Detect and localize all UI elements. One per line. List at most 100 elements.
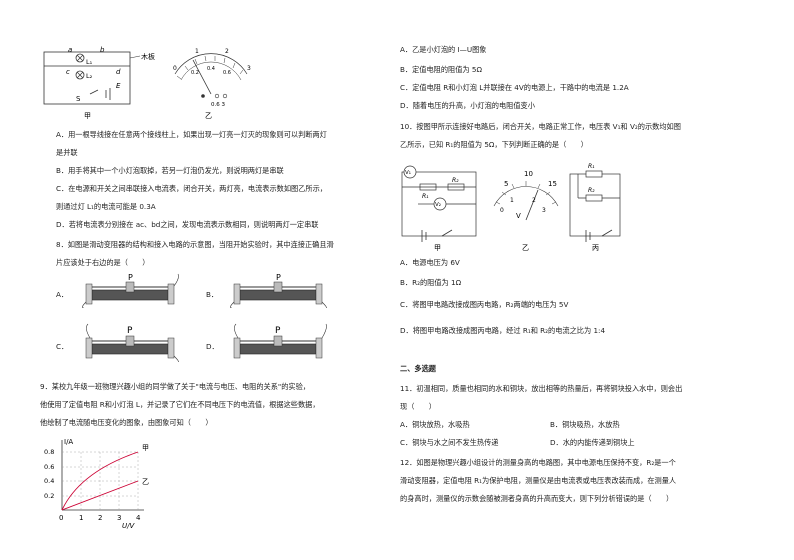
q11-option-d: D．水的内能传递到铜块上 [550,438,635,447]
v1-label: V₁ [405,170,411,176]
q10-stem-line1: 10．按图甲所示连接好电路后，闭合开关，电路正常工作，电压表 V₁和 V₂的示数… [400,122,681,131]
curve-yi-label: 乙 [142,478,149,486]
terminal-a-label: a [68,46,72,54]
board-label: 木板 [141,52,155,61]
circuit-bing-q10: R₁ R₂ 丙 [569,163,621,252]
graph-xlabel: U/V [122,522,135,530]
q11-option-b: B．铜块吸热，水放热 [550,420,620,429]
dial-tick-3: 3 [247,65,251,72]
slider-p-c: P [127,326,133,336]
q9-option-a: A．乙是小灯泡的 I—U图象 [400,45,487,54]
terminal-c-label: c [66,68,70,76]
dial-inner-2: 0.6 [223,70,231,76]
ytick-0.8: 0.8 [44,448,54,456]
lamp-l2-label: L₂ [86,72,93,80]
xtick-1: 1 [79,514,83,522]
circuit-figure-q7: a b c d L₁ L₂ S E 木板 甲 0 1 2 3 0.2 0.4 0… [40,44,260,122]
q9-stem-line1: 9．某校九年级一班物理兴趣小组的同学做了关于"电流与电压、电阻的关系"的实验， [40,382,310,391]
rheostat-b-label: B． [206,290,219,299]
ammeter-dial-yi: 0 1 2 3 0.2 0.4 0.6 0.6 3 乙 [173,48,251,120]
dial-terminals: 0.6 3 [211,102,225,108]
q7-option-c-line1: C．在电源和开关之间串联接入电流表，闭合开关，两灯亮，电流表示数如图乙所示， [56,184,327,193]
q11-option-c: C．铜块与水之间不发生热传递 [400,438,499,447]
q7-option-b: B．用手将其中一个小灯泡取掉，若另一灯泡仍发光，则说明两灯是串联 [56,166,284,175]
q9-option-b: B．定值电阻的阻值为 5Ω [400,65,482,74]
q10-option-a: A．电源电压为 6V [400,258,460,267]
switch-s-label: S [76,95,81,103]
dial-q10-tick-15: 15 [548,180,557,188]
terminal-d-label: d [116,68,121,76]
q11-option-a: A．铜块放热，水吸热 [400,420,470,429]
dial-inner-0: 0.2 [191,70,199,76]
q9-option-c: C．定值电阻 R和小灯泡 L并联接在 4V的电源上，干路中的电流是 1.2A [400,83,629,92]
dial-q10-v: V [516,212,521,220]
ytick-0.4: 0.4 [44,477,54,485]
q12-stem-line1: 12．如图是物理兴趣小组设计的测量身高的电路图，其中电源电压保持不变，R₂是一个 [400,458,676,467]
caption-yi-q10: 乙 [522,244,529,252]
graph-ylabel: I/A [64,438,73,446]
lamp-l1-label: L₁ [86,58,93,66]
dial-tick-1: 1 [195,48,199,55]
rheostat-c: P [85,323,179,362]
dial-q10-tick-0: 0 [500,207,504,214]
rheostat-options: A． B． C． D． P P P P [56,272,376,364]
curve-jia-label: 甲 [142,444,149,452]
v2-label: V₂ [435,202,441,208]
rheostat-d: P [233,323,327,359]
caption-jia-q10: 甲 [434,244,441,252]
r2-label-jia: R₂ [452,177,459,184]
terminal-b-label: b [100,46,105,54]
q9-option-d: D．随着电压的升高，小灯泡的电阻值变小 [400,101,535,110]
dial-q10-tick-3: 3 [542,207,546,214]
ytick-0.6: 0.6 [44,463,54,471]
circuit-diagram-jia: a b c d L₁ L₂ S E 木板 甲 [43,46,155,120]
rheostat-a: P [82,273,179,308]
dial-q10-tick-1: 1 [510,197,514,204]
rheostat-c-label: C． [56,342,69,351]
q8-stem-line1: 8．如图是滑动变阻器的结构和接入电路的示意图，当阻开始实验时，其中连接正确且滑 [56,240,334,249]
rheostat-d-label: D． [206,342,219,351]
rheostat-a-label: A． [56,290,69,299]
q12-stem-line3: 的身高时，测量仪的示数会随被测者身高的升高而变大，则下列分析错误的是（ ） [400,494,674,503]
slider-p-b: P [276,273,281,282]
dial-inner-1: 0.4 [207,66,215,72]
xtick-4: 4 [136,514,141,522]
r2-label-bing: R₂ [588,187,595,194]
rheostat-b: P [230,273,327,308]
q11-stem-line2: 现（ ） [400,402,436,411]
q7-option-a-line1: A．用一根导线接在任意两个接线柱上，如果出现一灯亮一灯灭的现象则可以判断两灯 [56,130,327,139]
dial-tick-2: 2 [225,48,229,55]
ytick-0.2: 0.2 [44,492,54,500]
dial-tick-0: 0 [173,65,177,72]
dial-q10-tick-5: 5 [504,180,508,188]
curve-jia [61,451,139,511]
q11-stem-line1: 11．初温相同，质量也相同的水和铜块，放出相等的热量后，再将铜块投入水中，则会出 [400,384,683,393]
r1-label-bing: R₁ [588,163,595,170]
dial-q10-tick-10: 10 [524,170,533,178]
dial-q10-tick-2: 2 [532,197,536,204]
line-yi [61,480,139,511]
slider-p-d: P [275,326,281,336]
q10-option-c: C．将图甲电路改接成图丙电路，R₂两端的电压为 5V [400,300,569,309]
q12-stem-line2: 滑动变阻器，定值电阻 R₁为保护电阻，测量仪是由电流表或电压表改装而成，在测量人 [400,476,677,485]
q9-stem-line3: 他绘制了电流随电压变化的图象，由图象可知（ ） [40,418,213,427]
section-multiple-choice: 二、多选题 [400,364,436,373]
iu-graph: I/A 0.8 0.6 0.4 0.2 0 1 2 3 4 U/V 甲 乙 [44,438,149,530]
slider-p-a: P [128,273,133,282]
caption-yi: 乙 [205,112,212,120]
source-e-label: E [116,82,121,90]
xtick-3: 3 [117,514,121,522]
q10-stem-line2: 乙所示，已知 R₁的阻值为 5Ω，下列判断正确的是（ ） [400,140,588,149]
q8-stem-line2: 片应该处于右边的是（ ） [56,258,150,267]
q7-option-a-line2: 是并联 [56,148,78,157]
q10-option-b: B．R₂的阻值为 1Ω [400,278,462,287]
caption-jia: 甲 [84,112,91,120]
circuit-jia-q10: V₁ V₂ R₁ R₂ 甲 [401,165,477,252]
q7-option-d: D．若将电流表分别接在 ac、bd之间，发现电流表示数相同，则说明两灯一定串联 [56,220,319,229]
xtick-2: 2 [98,514,102,522]
q7-option-c-line2: 则通过灯 L₁的电流可能是 0.3A [56,202,156,211]
caption-bing-q10: 丙 [592,244,599,252]
voltmeter-dial-yi: 5 10 15 0 1 2 3 V 乙 [493,170,559,252]
q10-figures: V₁ V₂ R₁ R₂ 甲 5 10 15 0 1 2 3 V 乙 R₁ R₂ [398,156,624,252]
q9-stem-line2: 他使用了定值电阻 R和小灯泡 L，并记录了它们在不同电压下的电流值，根据这些数据… [40,400,320,409]
